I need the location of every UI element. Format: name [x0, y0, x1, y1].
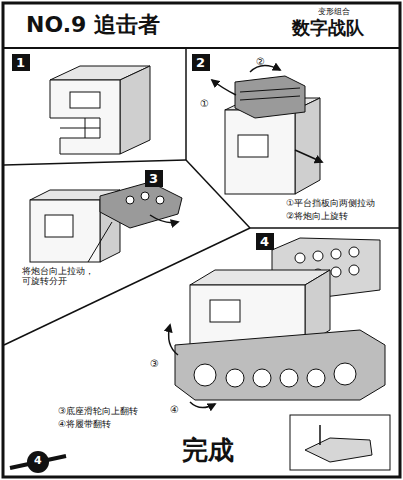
- title: NO.9 追击者: [26, 12, 160, 37]
- step-number-text: 4: [260, 234, 269, 249]
- step-note: 将炮台向上拉动， 可旋转分开: [22, 266, 100, 287]
- step-note: ②将炮向上旋转: [286, 211, 348, 221]
- step-note: ①平台挡板向两侧拉动: [286, 198, 375, 208]
- callout-number: ②: [256, 56, 265, 68]
- page-number: 4: [34, 455, 42, 468]
- step-number: 3: [145, 170, 163, 187]
- step-number: 2: [192, 54, 210, 71]
- step-number-text: 1: [16, 55, 25, 70]
- logo-text: 数字战队: [292, 18, 364, 39]
- step-note: ④将履带翻转: [58, 419, 111, 429]
- step-number: 1: [12, 54, 30, 71]
- callout-number: ①: [200, 98, 209, 110]
- logo-subtitle: 变形组合: [318, 7, 350, 16]
- finish-text: 完成: [182, 436, 234, 466]
- step-number: 4: [256, 233, 274, 250]
- step-number-text: 3: [149, 171, 158, 186]
- step-note: ③底座滑轮向上翻转: [58, 406, 138, 416]
- step-number-text: 2: [196, 55, 205, 70]
- callout-number: ③: [150, 358, 159, 370]
- callout-number: ④: [170, 404, 179, 416]
